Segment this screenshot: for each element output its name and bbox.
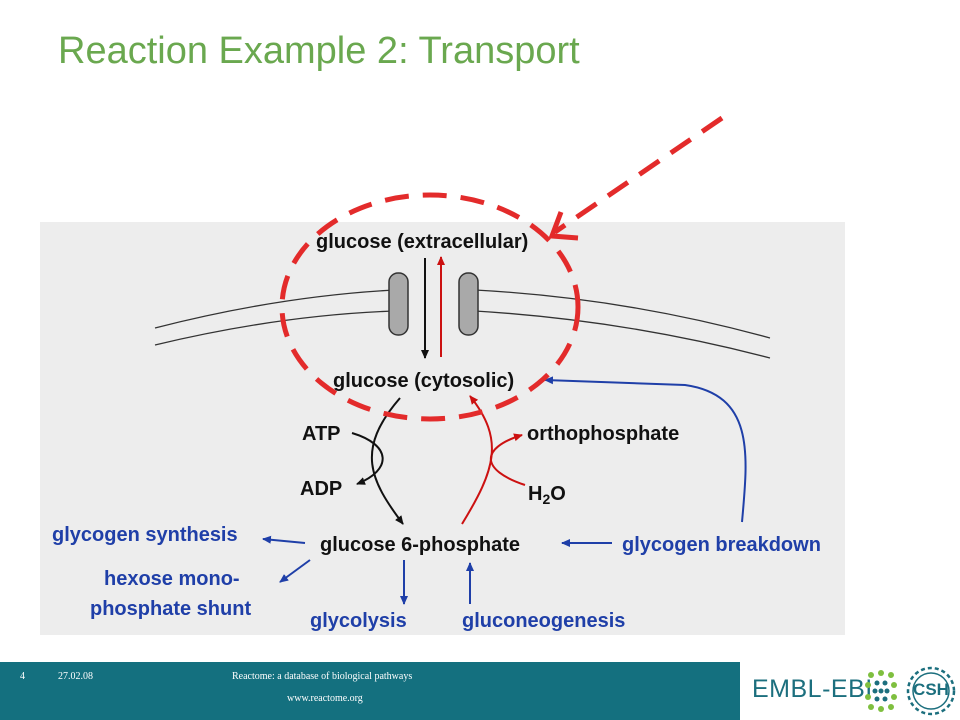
csh-logo-text: CSH: [913, 680, 949, 699]
label-water-h: H: [528, 483, 542, 505]
label-glycogen-synthesis: glycogen synthesis: [52, 524, 238, 546]
csh-ring-icon: [906, 666, 956, 716]
water-phosphate-arc: [490, 433, 526, 486]
label-gluconeogenesis: gluconeogenesis: [462, 610, 625, 632]
label-atp: ATP: [302, 423, 341, 445]
glycogen-synthesis-arrow: [262, 535, 306, 544]
footer-url: www.reactome.org: [287, 693, 363, 704]
footer-date: 27.02.08: [58, 671, 93, 682]
label-hexose-shunt-line1: hexose mono-: [104, 568, 240, 590]
label-glucose-6-phosphate: glucose 6-phosphate: [320, 534, 520, 556]
highlight-pointer-head: [548, 211, 579, 241]
label-glycolysis: glycolysis: [310, 610, 407, 632]
label-glucose-extracellular: glucose (extracellular): [316, 231, 528, 253]
membrane-outer-left: [154, 289, 396, 329]
label-water: H2O: [528, 483, 566, 507]
label-orthophosphate: orthophosphate: [527, 423, 679, 445]
pathway-diagram: glucose (extracellular) glucose (cytosol…: [52, 115, 821, 632]
label-water-o: O: [550, 483, 566, 505]
transport-highlight-ellipse: [279, 192, 581, 422]
slide-footer: 4 27.02.08 Reactome: a database of biolo…: [0, 662, 960, 720]
diagram-panel: [40, 222, 845, 635]
membrane-outer-right: [474, 289, 771, 339]
cell-membrane: [154, 289, 771, 359]
glycogen-breakdown-to-cytosolic-arrow: [544, 376, 747, 523]
atp-adp-arc: [351, 432, 384, 485]
csh-logo: CSH: [905, 665, 957, 717]
label-glycogen-breakdown: glycogen breakdown: [622, 534, 821, 556]
slide-title: Reaction Example 2: Transport: [58, 30, 580, 72]
membrane-inner-right: [474, 310, 771, 359]
footer-caption: Reactome: a database of biological pathw…: [232, 671, 413, 682]
label-glucose-cytosolic: glucose (cytosolic): [333, 370, 514, 392]
hexose-shunt-arrow: [279, 559, 311, 583]
highlight-pointer-arrow: [553, 115, 724, 235]
transporter-channel-left: [388, 272, 409, 336]
label-hexose-shunt-line2: phosphate shunt: [90, 598, 251, 620]
label-adp: ADP: [300, 478, 342, 500]
label-water-subscript: 2: [542, 491, 550, 507]
page-number: 4: [20, 671, 25, 682]
membrane-inner-left: [154, 310, 396, 346]
embl-ebi-logo-text: EMBL-EBI: [752, 675, 873, 703]
embl-dots-icon: [865, 670, 897, 712]
logo-area: EMBL-EBI CSH: [740, 662, 960, 720]
transporter-channel-right: [458, 272, 479, 336]
